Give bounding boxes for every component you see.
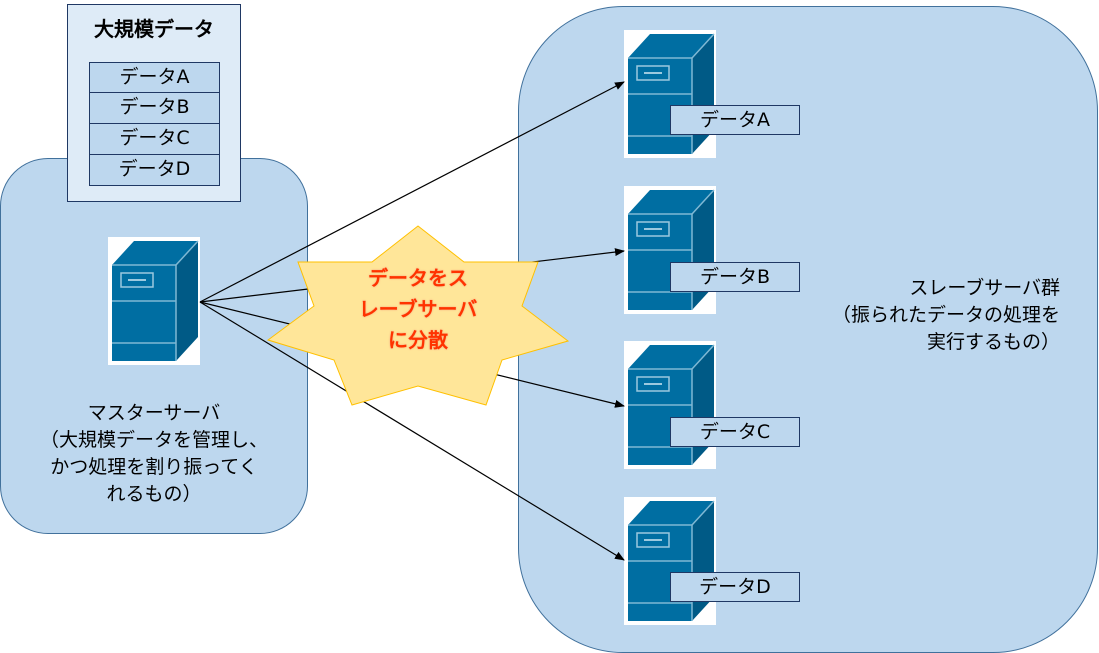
master-server-caption: マスターサーバ （大規模データを管理し、 かつ処理を割り振ってく れるもの） — [0, 400, 308, 508]
slave-server-b-icon — [624, 186, 716, 314]
arrow-to-server-d — [199, 301, 625, 561]
caption-line: スレーブサーバ群 — [909, 277, 1060, 299]
arrow-to-server-a — [199, 81, 625, 303]
caption-line: マスターサーバ — [87, 402, 221, 424]
distribute-burst-shape — [266, 225, 570, 406]
distribute-burst-text: データをス レーブサーバ に分散 — [318, 263, 518, 356]
big-data-box: 大規模データ データA データB データC データD — [67, 4, 241, 202]
caption-line: れるもの） — [106, 483, 202, 505]
slave-server-a-icon — [624, 30, 716, 158]
big-data-row: データD — [89, 155, 220, 186]
caption-line: （振られたデータの処理を — [831, 304, 1060, 326]
slave-server-a-label: データA — [670, 105, 800, 135]
slave-server-group — [518, 6, 1098, 653]
master-server-icon — [108, 237, 200, 365]
big-data-title: 大規模データ — [94, 17, 214, 41]
caption-line: かつ処理を割り振ってく — [50, 456, 258, 478]
big-data-row: データA — [89, 62, 220, 93]
big-data-rows: データA データB データC データD — [89, 62, 220, 186]
burst-line: に分散 — [388, 328, 448, 352]
slave-server-c-label: データC — [670, 417, 800, 447]
big-data-row: データB — [89, 93, 220, 124]
slave-server-b-label: データB — [670, 262, 800, 292]
burst-line: レーブサーバ — [358, 297, 478, 321]
big-data-row: データC — [89, 124, 220, 155]
slave-server-d-label: データD — [670, 572, 800, 602]
caption-line: 実行するもの） — [926, 331, 1060, 353]
caption-line: （大規模データを管理し、 — [39, 429, 268, 451]
burst-line: データをス — [368, 266, 468, 290]
slave-servers-caption: スレーブサーバ群 （振られたデータの処理を 実行するもの） — [760, 275, 1060, 356]
